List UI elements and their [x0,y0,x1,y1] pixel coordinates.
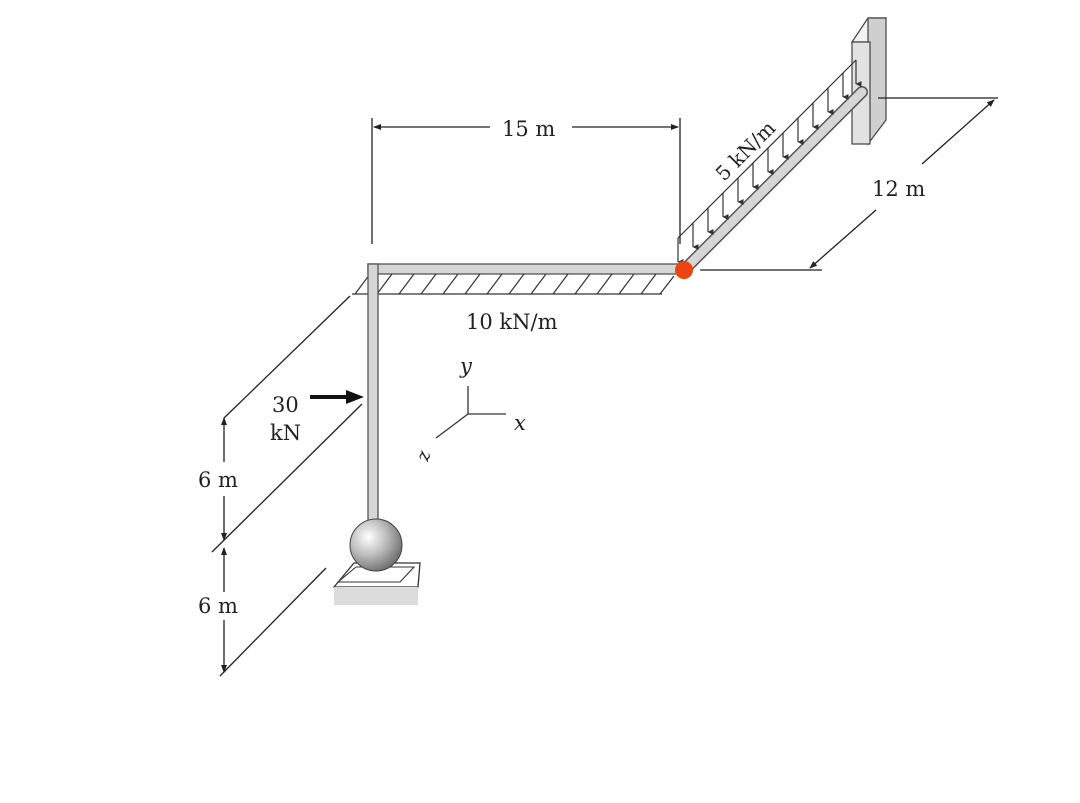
vertical-column [367,263,379,523]
ball-support [332,518,421,605]
axis-y-label: y [459,354,473,378]
dimension-12m [700,97,998,271]
axis-x-label: x [514,411,526,435]
point-load-unit: kN [270,421,301,445]
coordinate-axes [435,386,506,439]
diagonal-member [678,86,868,276]
distributed-load-horizontal [352,273,675,295]
horizontal-member [367,263,685,275]
dimension-15m [371,118,681,244]
distributed-load-diagonal-label: 5 kN/m [711,116,781,186]
dimension-6m-lower-label: 6 m [198,594,238,618]
axis-z-label: z [412,448,435,464]
dimension-15m-label: 15 m [502,117,555,141]
distributed-load-diagonal [677,59,862,265]
dimension-6m-upper-label: 6 m [198,468,238,492]
joint-marker [675,261,693,279]
left-extension-lines [211,295,363,677]
point-load-arrow [310,390,364,404]
distributed-load-horizontal-label: 10 kN/m [466,310,558,334]
wall-support [850,17,888,146]
dimension-12m-label: 12 m [872,177,925,201]
point-load-value: 30 [272,393,299,417]
